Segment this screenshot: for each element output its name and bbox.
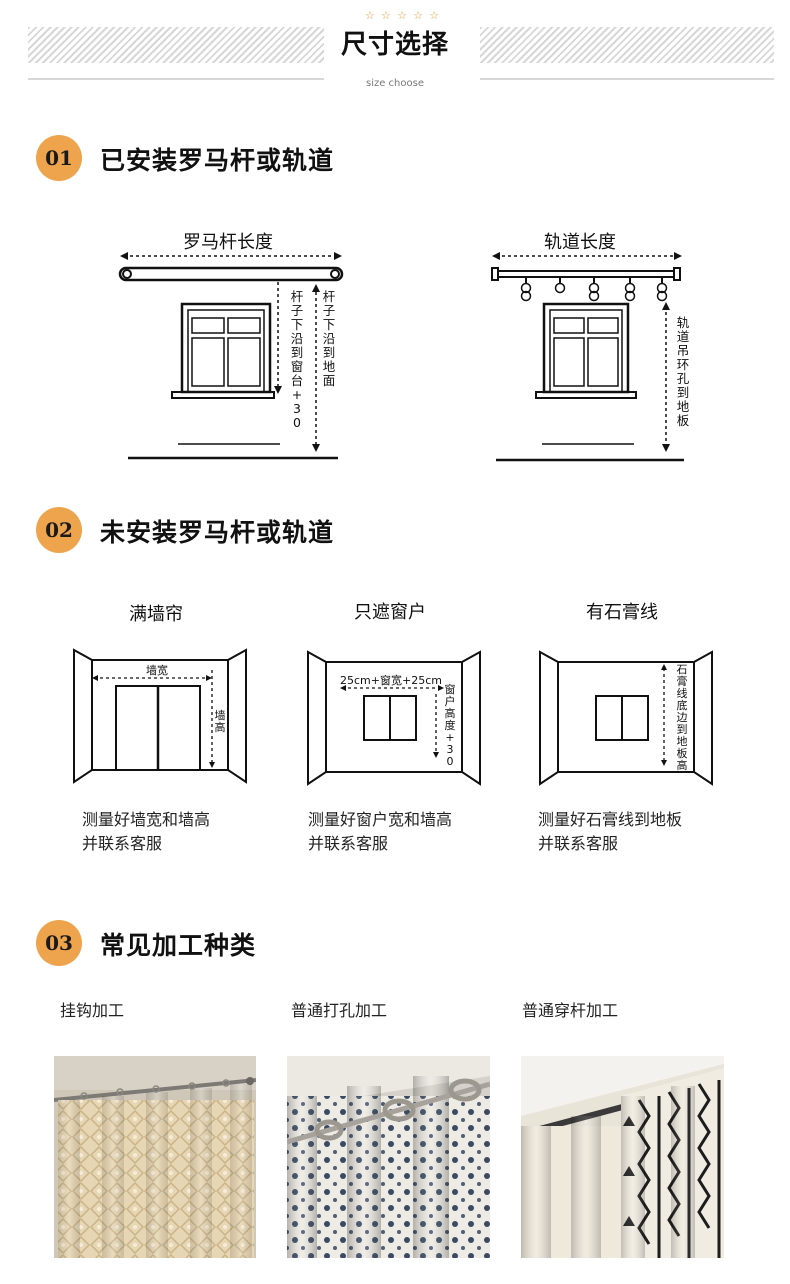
rod-to-sill-label: 杆子下沿到窗台+30 xyxy=(290,289,304,430)
header-stars: ☆ ☆ ☆ ☆ ☆ xyxy=(365,10,439,21)
track-to-floor-label: 轨道吊环孔到地板 xyxy=(676,315,690,428)
star-icon: ☆ xyxy=(397,9,407,22)
window-only-desc: 测量好窗户宽和墙高 并联系客服 xyxy=(308,810,453,853)
header-line-right xyxy=(480,78,774,80)
wall-height-label: 墙高 xyxy=(214,709,226,734)
full-wall-label: 满墙帘 xyxy=(129,604,183,625)
section-1-title: 已安装罗马杆或轨道 xyxy=(100,146,335,175)
window-width-label: 25cm+窗宽+25cm xyxy=(340,674,442,687)
section-3-badge: 03 xyxy=(36,920,82,966)
hook-curtain-photo xyxy=(54,1056,256,1258)
plaster-height-label: 石膏线底边到地板高 xyxy=(676,663,688,772)
section-2-title: 未安装罗马杆或轨道 xyxy=(100,518,335,547)
window-only-room-diagram xyxy=(307,650,481,786)
page-title: 尺寸选择 xyxy=(340,30,449,60)
roman-rod-diagram xyxy=(118,252,344,460)
rod-to-floor-label: 杆子下沿到地面 xyxy=(322,289,336,388)
grommet-processing-label: 普通打孔加工 xyxy=(291,1001,388,1020)
header-hatch-right xyxy=(480,27,774,63)
full-wall-desc: 测量好墙宽和墙高 并联系客服 xyxy=(82,810,211,853)
plaster-line-label: 有石膏线 xyxy=(586,602,658,623)
section-2-badge: 02 xyxy=(36,507,82,553)
rod-pocket-processing-label: 普通穿杆加工 xyxy=(522,1001,619,1020)
window-only-label: 只遮窗户 xyxy=(354,602,426,623)
rod-pocket-curtain-photo xyxy=(521,1056,724,1258)
star-icon: ☆ xyxy=(381,9,391,22)
rod-length-label: 罗马杆长度 xyxy=(183,232,273,253)
grommet-curtain-photo xyxy=(287,1056,490,1258)
header-line-left xyxy=(28,78,324,80)
section-3-title: 常见加工种类 xyxy=(100,931,257,960)
star-icon: ☆ xyxy=(429,9,439,22)
plaster-line-desc: 测量好石膏线到地板 并联系客服 xyxy=(538,810,683,853)
plaster-line-room-diagram xyxy=(539,650,713,786)
star-icon: ☆ xyxy=(365,9,375,22)
track-length-label: 轨道长度 xyxy=(544,232,616,253)
window-height-label: 窗户高度+30 xyxy=(444,683,456,768)
header-hatch-left xyxy=(28,27,324,63)
track-diagram xyxy=(491,252,684,462)
wall-width-label: 墙宽 xyxy=(146,664,168,677)
hook-processing-label: 挂钩加工 xyxy=(60,1001,125,1020)
star-icon: ☆ xyxy=(413,9,423,22)
section-1-badge: 01 xyxy=(36,135,82,181)
full-wall-room-diagram xyxy=(73,648,247,784)
page-subtitle: size choose xyxy=(365,78,424,89)
